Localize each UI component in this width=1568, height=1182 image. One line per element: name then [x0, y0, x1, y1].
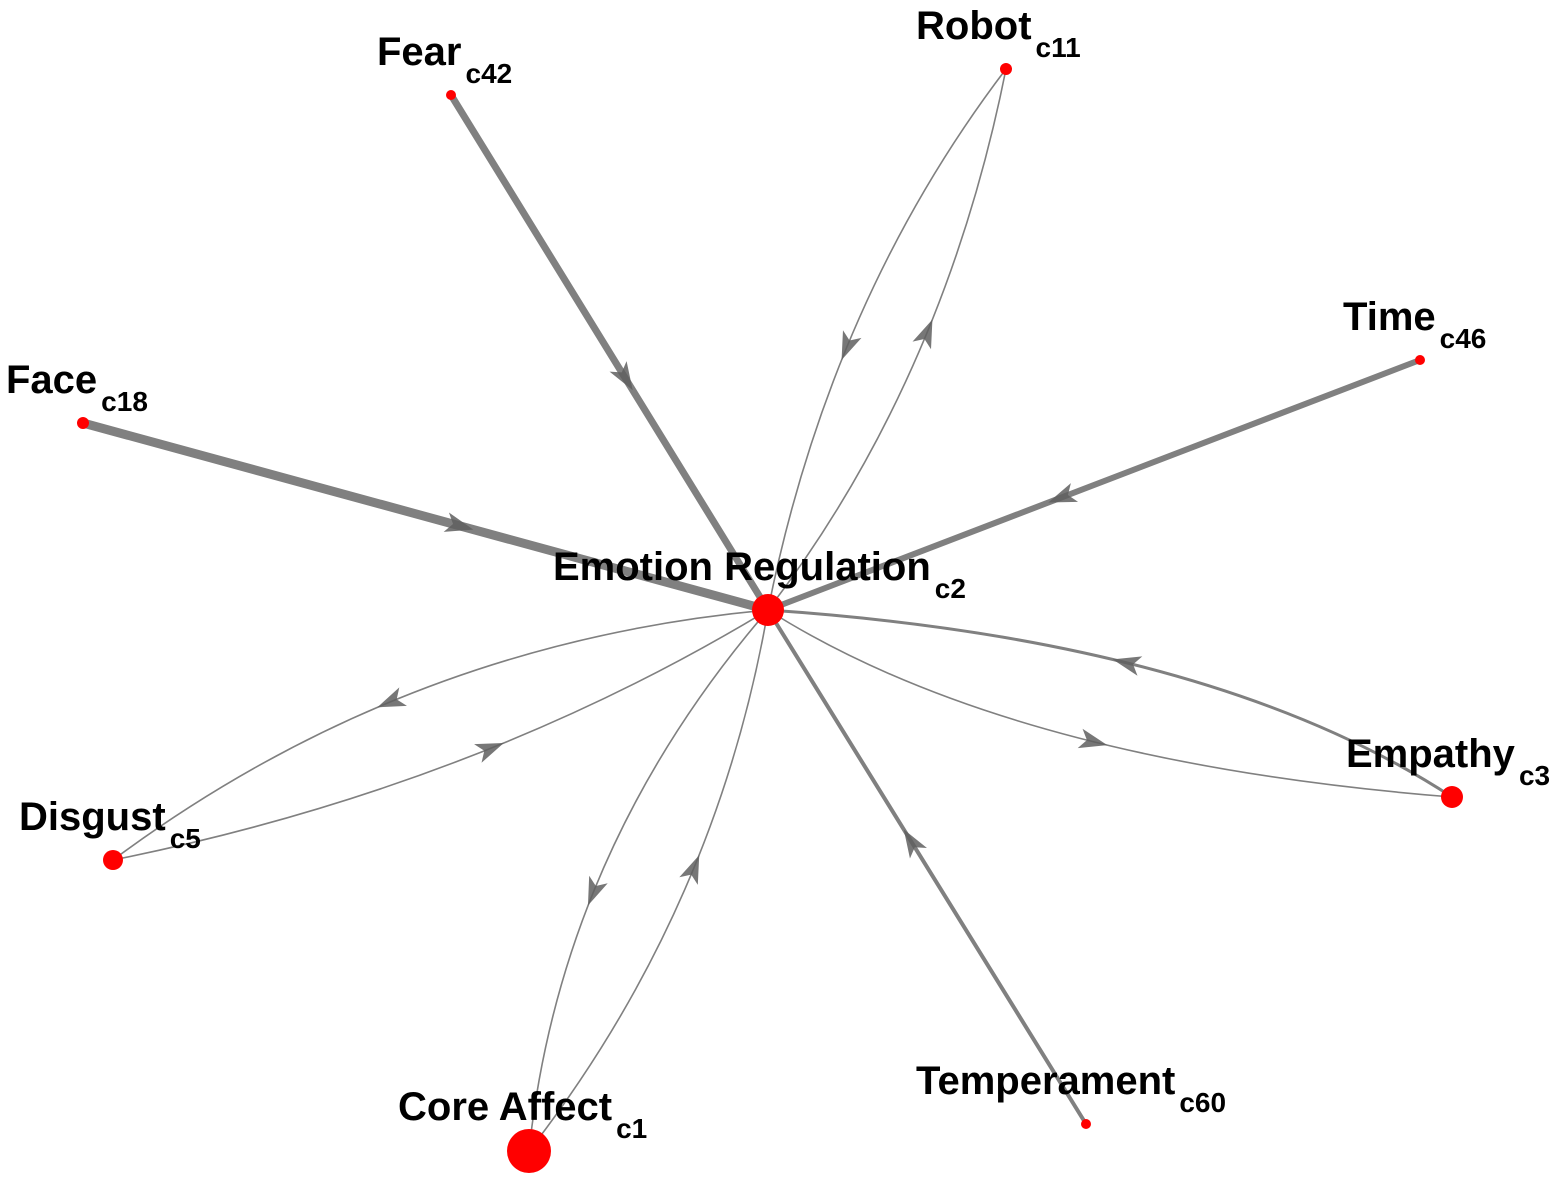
nodes-layer: [77, 63, 1463, 1173]
node-label-subscript: c11: [1036, 32, 1081, 63]
node-label-subscript: c2: [935, 573, 966, 604]
node-c5: [103, 850, 123, 870]
edge-arrowhead-c60-c2: [903, 829, 927, 859]
edge-c3-c2: [766, 608, 1454, 799]
node-label-name: Disgust: [19, 795, 166, 839]
edge-arrowhead-c1-c2: [679, 855, 700, 885]
node-c60: [1081, 1119, 1091, 1129]
edge-c2-c3: [767, 609, 1453, 798]
edge-arrowhead-c18-c2: [443, 512, 474, 532]
edge-c2-c11: [767, 68, 1007, 611]
node-label-name: Face: [6, 358, 97, 402]
node-label-subscript: c3: [1519, 760, 1550, 791]
edge-c1-c2: [528, 609, 769, 1152]
node-c3: [1441, 786, 1463, 808]
edge-c2-c5: [112, 609, 769, 861]
edge-c46-c2: [765, 357, 1423, 613]
node-label-subscript: c5: [170, 823, 201, 854]
node-label-name: Time: [1343, 295, 1436, 339]
edge-arrowhead-c2-c11: [912, 319, 933, 350]
node-label-subscript: c60: [1179, 1087, 1226, 1118]
node-c2: [752, 594, 784, 626]
edge-arrowhead-c2-c5: [377, 687, 407, 708]
edge-arrowhead-c3-c2: [1112, 656, 1143, 676]
edge-c11-c2: [767, 68, 1007, 611]
node-label-name: Robot: [916, 4, 1032, 48]
edge-arrowhead-c46-c2: [1048, 483, 1079, 503]
node-c1: [507, 1129, 551, 1173]
edge-arrowhead-c2-c3: [1077, 728, 1108, 749]
node-label-name: Fear: [377, 30, 462, 74]
node-label-subscript: c1: [616, 1113, 647, 1144]
edge-arrowhead-c2-c1: [587, 875, 608, 906]
node-label-name: Empathy: [1346, 732, 1516, 776]
node-label-subscript: c18: [101, 386, 148, 417]
node-label-name: Core Affect: [398, 1085, 612, 1129]
edge-arrowhead-c5-c2: [474, 742, 504, 763]
edges-layer: [78, 68, 1454, 1152]
edge-c60-c2: [766, 608, 1088, 1126]
node-c18: [77, 417, 89, 429]
node-label-subscript: c46: [1440, 323, 1487, 354]
node-c42: [446, 90, 456, 100]
node-label-name: Temperament: [916, 1059, 1175, 1103]
edge-arrowhead-c11-c2: [841, 330, 862, 360]
node-c46: [1415, 355, 1425, 365]
node-c11: [1000, 63, 1012, 75]
edge-c18-c2: [78, 418, 773, 615]
node-label-subscript: c42: [466, 58, 513, 89]
edge-arrowhead-c42-c2: [609, 361, 633, 391]
edge-c42-c2: [447, 91, 772, 614]
edge-c5-c2: [112, 609, 769, 861]
node-label-name: Emotion Regulation: [553, 545, 931, 589]
edge-c2-c1: [528, 609, 769, 1152]
